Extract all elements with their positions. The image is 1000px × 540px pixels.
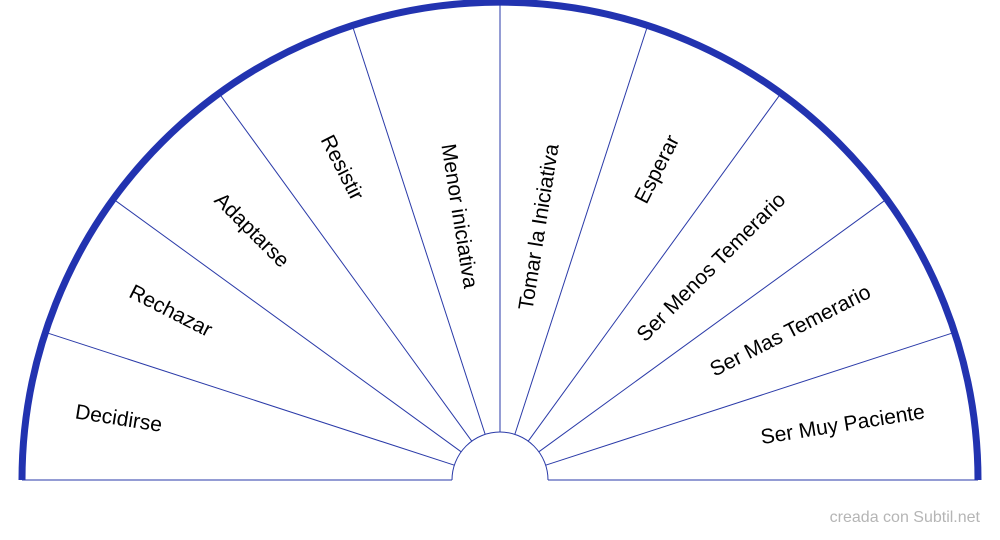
segment-divider-2 bbox=[112, 198, 462, 453]
segment-label-10: Ser Muy Paciente bbox=[759, 400, 926, 449]
segment-label-2: Rechazar bbox=[125, 280, 216, 341]
segment-label-6: Tomar la Iniciativa bbox=[515, 142, 564, 312]
segment-divider-1 bbox=[45, 331, 455, 466]
segment-divider-3 bbox=[218, 92, 473, 442]
footer-credit: creada con Subtil.net bbox=[829, 509, 980, 526]
segment-divider-7 bbox=[527, 92, 782, 442]
segment-label-1: Decidirse bbox=[74, 400, 164, 436]
segment-divider-6 bbox=[514, 25, 649, 435]
segment-label-8: Ser Menos Temerario bbox=[632, 188, 790, 346]
spokes-layer bbox=[22, 2, 978, 481]
outer-arc bbox=[18, 0, 982, 481]
arcs-layer bbox=[18, 0, 982, 481]
segment-label-7: Esperar bbox=[630, 131, 684, 207]
segment-label-4: Resistir bbox=[316, 131, 368, 204]
inner-hub-arc bbox=[451, 431, 549, 481]
segment-label-5: Menor iniciativa bbox=[436, 142, 482, 290]
segment-label-3: Adaptarse bbox=[210, 188, 294, 272]
segment-divider-4 bbox=[351, 25, 486, 435]
segment-divider-8 bbox=[538, 198, 888, 453]
segment-divider-9 bbox=[545, 331, 955, 466]
